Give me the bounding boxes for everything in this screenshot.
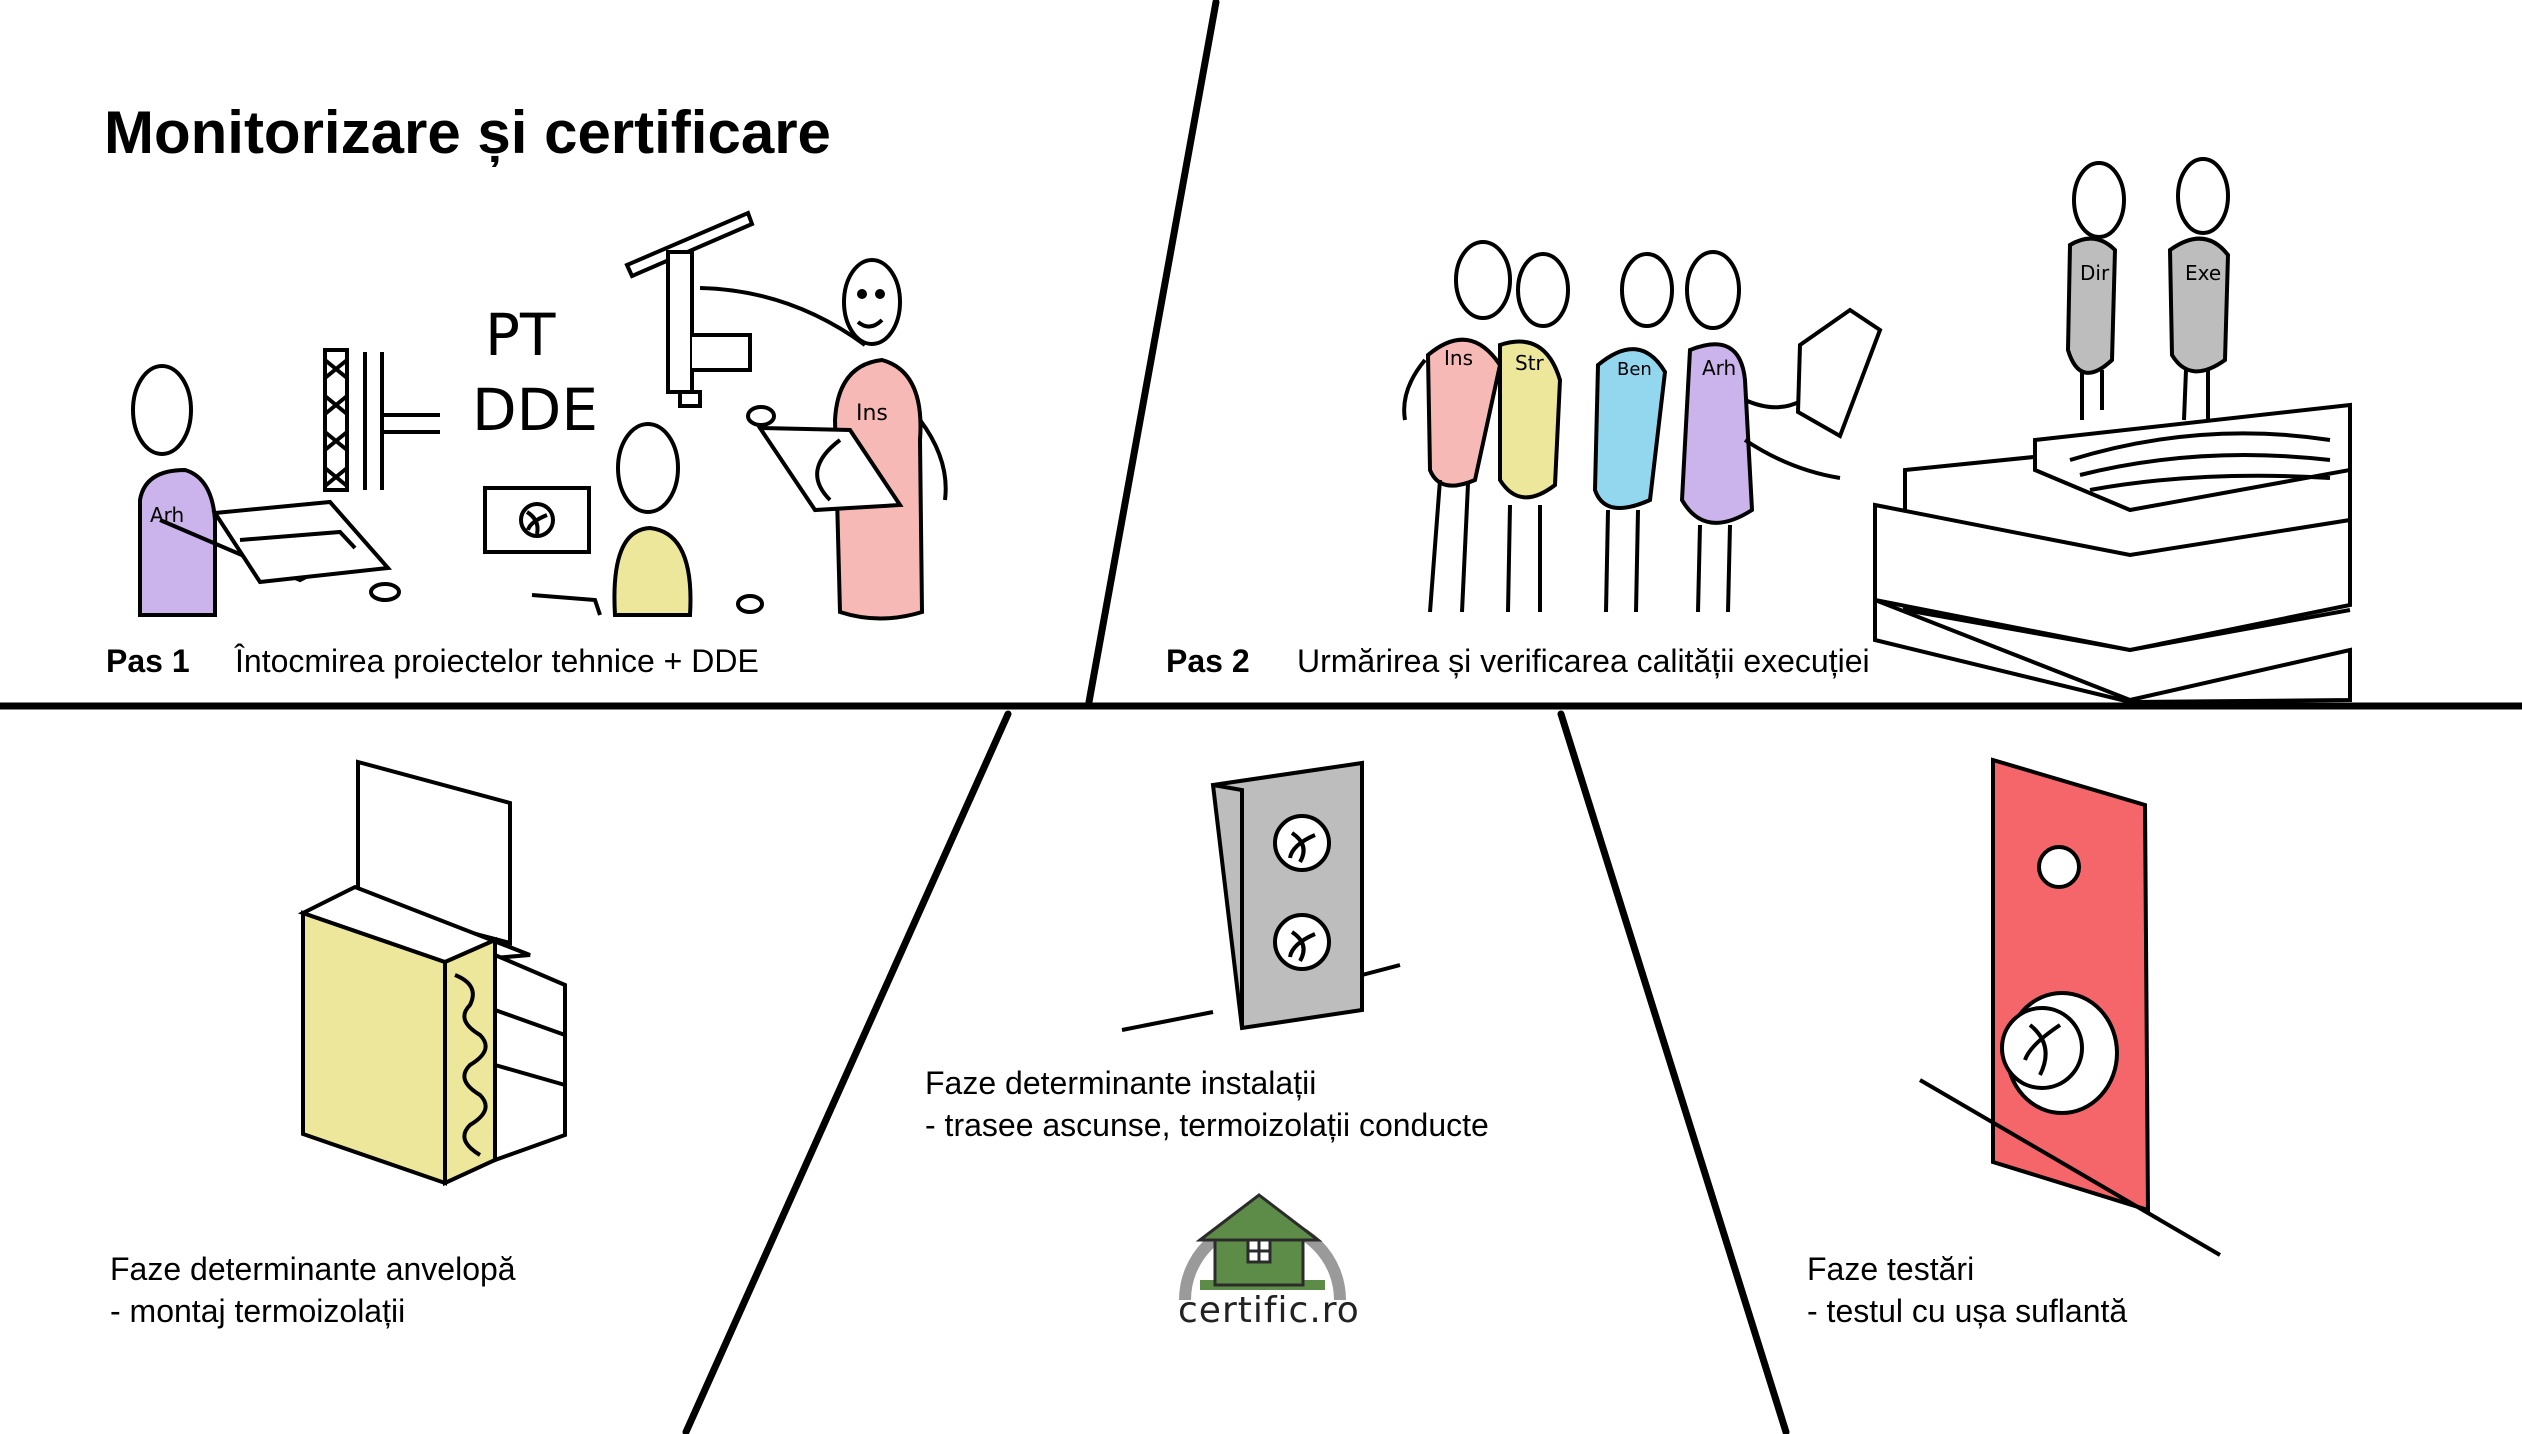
step-2-label: Pas 2	[1166, 643, 1250, 679]
step-1-caption: Pas 1 Întocmirea proiectelor tehnice + D…	[106, 643, 759, 680]
phase-envelope-detail: - montaj termoizolații	[110, 1293, 406, 1329]
phase-installations-detail: - trasee ascunse, termoizolații conducte	[925, 1107, 1489, 1143]
svg-text:Ben: Ben	[1617, 359, 1652, 380]
team-member-str: Str	[1498, 252, 1570, 613]
step-2-text: Urmărirea și verificarea calității execu…	[1297, 643, 1870, 679]
phase-installations-caption: Faze determinante instalații - trasee as…	[925, 1062, 1489, 1146]
pipe-installation-sketch	[624, 210, 867, 427]
floor-layers-illustration	[1873, 402, 2352, 705]
wall-section-detail	[323, 348, 440, 492]
director-figure: Dir	[2065, 161, 2126, 420]
svg-text:Ins: Ins	[856, 401, 888, 426]
svg-text:Ins: Ins	[1444, 346, 1473, 370]
fan-box-sketch	[483, 486, 591, 554]
step-1-text: Întocmirea proiectelor tehnice + DDE	[235, 643, 759, 679]
seated-engineer-figure	[531, 422, 764, 617]
architect-figure: Arh	[131, 364, 331, 617]
pt-dde-sketch-label: PT DDE	[472, 301, 598, 444]
team-member-ins: Ins	[1402, 240, 1512, 613]
step-1-label: Pas 1	[106, 643, 190, 679]
svg-text:Str: Str	[1515, 351, 1545, 375]
phase-installations-title: Faze determinante instalații	[925, 1065, 1317, 1101]
phase-testing-title: Faze testări	[1807, 1251, 1975, 1287]
svg-text:DDE: DDE	[472, 376, 598, 444]
executant-figure: Exe	[2167, 157, 2231, 421]
svg-text:Arh: Arh	[1702, 356, 1736, 380]
svg-text:Arh: Arh	[150, 503, 184, 527]
ventilation-unit-illustration	[1121, 760, 1401, 1032]
team-group: Ins Str Ben Arh	[1402, 240, 1883, 613]
insulated-wall-block-illustration	[297, 759, 567, 1187]
phase-envelope-title: Faze determinante anvelopă	[110, 1251, 516, 1287]
phase-testing-detail: - testul cu ușa suflantă	[1807, 1293, 2128, 1329]
svg-text:PT: PT	[485, 301, 556, 369]
inspector-figure-panel1: Ins	[756, 258, 948, 621]
svg-text:Exe: Exe	[2185, 261, 2221, 285]
team-member-arh: Arh	[1679, 250, 1883, 613]
phase-testing-caption: Faze testări - testul cu ușa suflantă	[1807, 1248, 2127, 1332]
page-title: Monitorizare și certificare	[104, 99, 831, 166]
certific-logo	[1179, 1193, 1346, 1301]
phase-envelope-caption: Faze determinante anvelopă - montaj term…	[110, 1248, 516, 1332]
team-member-ben: Ben	[1592, 252, 1674, 613]
blower-door-illustration	[1918, 757, 2222, 1257]
svg-text:Dir: Dir	[2080, 261, 2110, 285]
drawing-sheets	[211, 499, 401, 602]
step-2-caption: Pas 2 Urmărirea și verificarea calității…	[1166, 643, 1870, 680]
logo-text: certific.ro	[1178, 1290, 1360, 1331]
